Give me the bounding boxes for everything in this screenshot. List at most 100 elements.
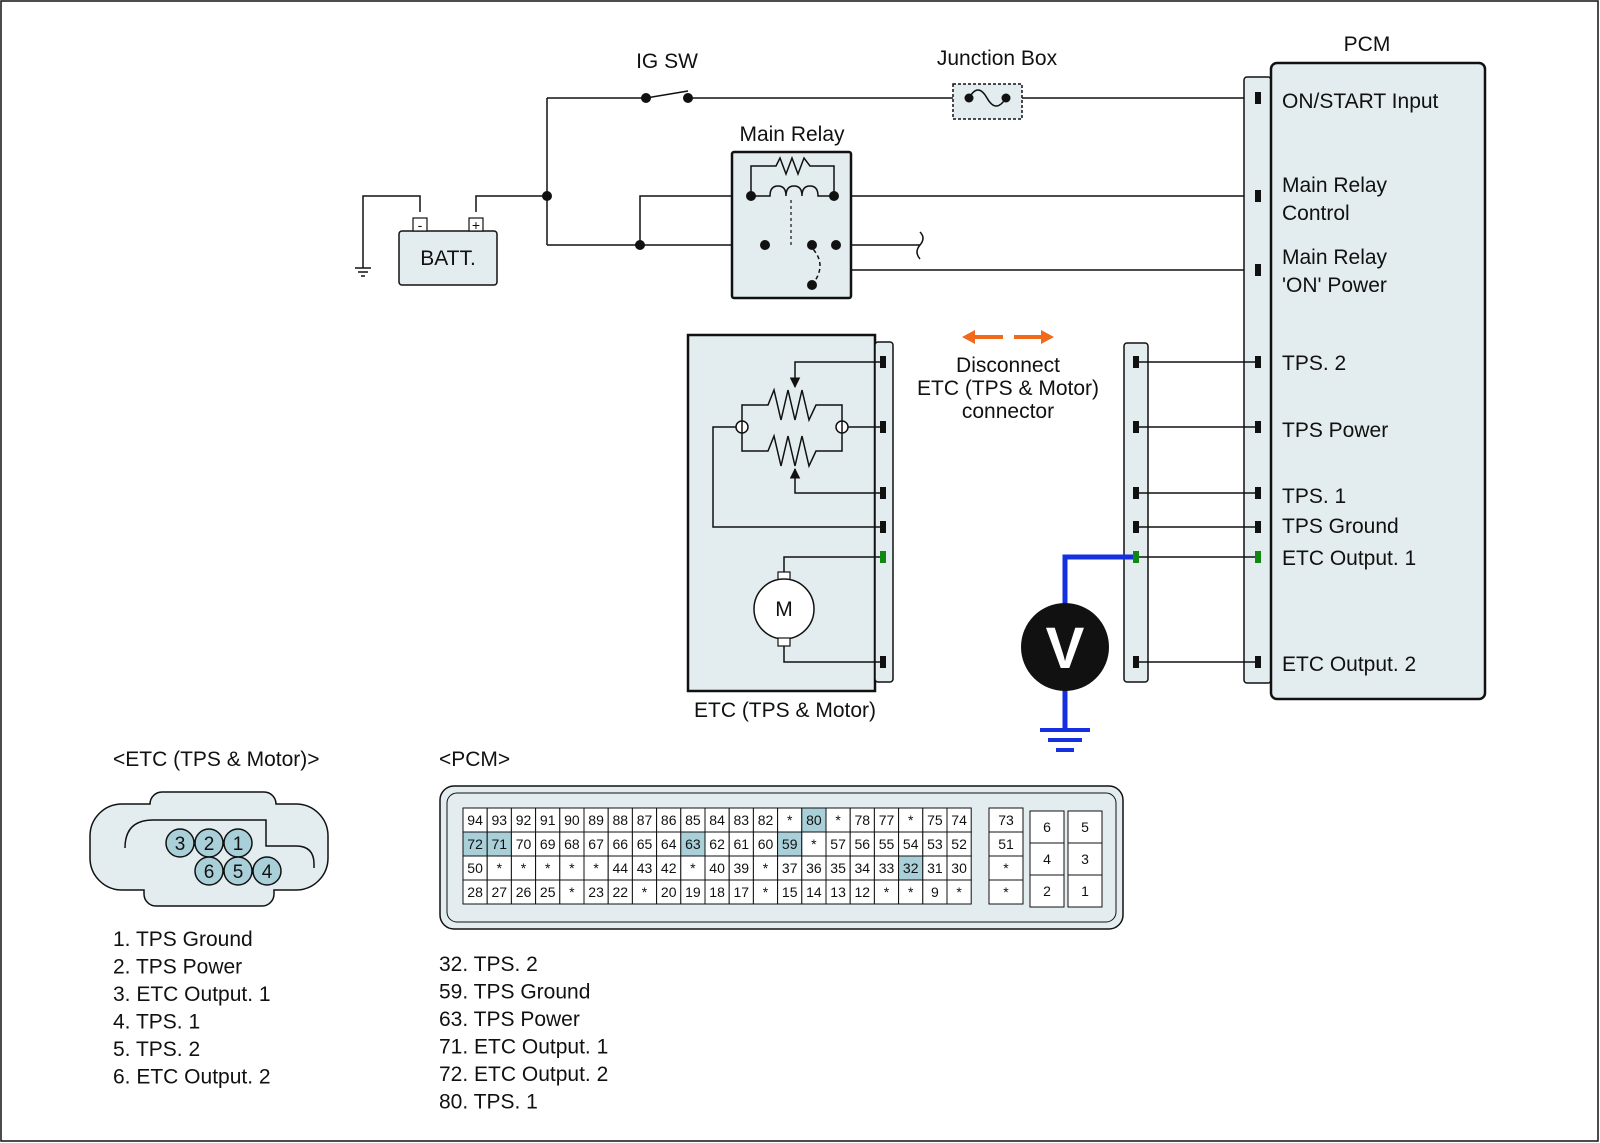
pcm-pin-cell: [559, 831, 585, 857]
pcm-pin-number: 30: [951, 860, 967, 876]
pcm-legend-item: 72. ETC Output. 2: [439, 1063, 608, 1086]
pcm-pin-number: *: [811, 836, 817, 852]
ig-switch-label: IG SW: [636, 50, 698, 73]
pcm-pin-number: 91: [540, 812, 556, 828]
pcm-pin-cell: [1029, 874, 1065, 908]
pcm-terminal-label: ETC Output. 2: [1282, 653, 1416, 676]
pcm-terminal-label: TPS. 1: [1282, 485, 1346, 508]
pcm-pin-cell: [486, 855, 512, 881]
pcm-pin-number: *: [521, 860, 527, 876]
pcm-pin-cell: [680, 807, 706, 833]
etc-legend-item: 3. ETC Output. 1: [113, 983, 271, 1006]
pcm-terminal-label: ETC Output. 1: [1282, 547, 1416, 570]
harness-pin: [1133, 421, 1139, 433]
harness-pin: [1133, 356, 1139, 368]
pcm-legend-item: 63. TPS Power: [439, 1008, 580, 1031]
pcm-pin-number: *: [497, 860, 503, 876]
pcm-pin-number: 42: [661, 860, 677, 876]
pcm-pin-number: 15: [782, 884, 798, 900]
pcm-pin-number: 65: [637, 836, 653, 852]
tps-resistor-1: [741, 387, 843, 427]
pcm-pin-number: *: [545, 860, 551, 876]
pcm-pin-cell: [559, 879, 585, 905]
pcm-connector-strip: [1243, 76, 1272, 684]
pcm-pin-number: 83: [734, 812, 750, 828]
etc-pin: [165, 828, 195, 858]
pcm-pin-cell: [510, 807, 537, 833]
pcm-pin: [1255, 190, 1261, 202]
pcm-pin-number: 72: [467, 836, 483, 852]
etc-legend-item: 4. TPS. 1: [113, 1011, 200, 1034]
pcm-pin-number: 34: [855, 860, 871, 876]
pcm-pin-number: 5: [1081, 819, 1089, 835]
pcm-pin-number: 36: [806, 860, 822, 876]
pcm-pin: [1255, 551, 1261, 563]
pcm-pin-cell: [988, 879, 1024, 905]
pcm-pin-number: 94: [467, 812, 483, 828]
pcm-pin-number: 89: [588, 812, 604, 828]
pcm-pin-number: 66: [613, 836, 629, 852]
pcm-pin-number: 78: [855, 812, 871, 828]
pcm-pin-number: 18: [709, 884, 725, 900]
pcm-pin-cell: [704, 855, 730, 881]
etc-pin-number: 2: [204, 834, 215, 855]
pcm-pin-number: 19: [685, 884, 701, 900]
pcm-pin-number: *: [908, 884, 914, 900]
pcm-pin-number: 33: [879, 860, 895, 876]
pcm-pin-number: 75: [927, 812, 943, 828]
pcm-pin-number: 60: [758, 836, 774, 852]
pcm-pin-cell: [777, 831, 803, 857]
pcm-pin-number: *: [569, 860, 575, 876]
pcm-pin-number: 43: [637, 860, 653, 876]
pcm-pin-number: 17: [734, 884, 750, 900]
pcm-pin-number: *: [593, 860, 599, 876]
pcm-pin-number: *: [908, 812, 914, 828]
etc-legend-item: 5. TPS. 2: [113, 1038, 200, 1061]
pcm-pin-number: *: [884, 884, 890, 900]
pcm-pin-cell: [631, 879, 658, 905]
pcm-pin-cell: [873, 879, 900, 905]
pcm-pin-number: 50: [467, 860, 483, 876]
pcm-pin-cell: [1067, 874, 1103, 908]
pcm-terminal-label: Main Relay: [1282, 174, 1388, 197]
voltmeter-label: V: [1046, 616, 1085, 681]
etc-pin-number: 1: [233, 834, 244, 855]
main-relay: [730, 150, 853, 300]
pcm-pin-number: 40: [709, 860, 725, 876]
pcm-pin-number: *: [1003, 860, 1009, 876]
etc-connector-title: <ETC (TPS & Motor)>: [113, 748, 320, 771]
pcm-terminal-label: TPS Ground: [1282, 515, 1399, 538]
pcm-legend-item: 71. ETC Output. 1: [439, 1036, 608, 1059]
pcm-pin-cell: [607, 831, 633, 857]
pcm-pin-number: *: [763, 860, 769, 876]
etc-pin: [223, 856, 253, 886]
pcm-legend-item: 59. TPS Ground: [439, 981, 590, 1004]
pcm-pin-number: 88: [613, 812, 629, 828]
pcm-module: [1243, 61, 1487, 701]
battery: - + BATT.: [398, 217, 498, 286]
pcm-pin-number: 67: [588, 836, 604, 852]
tps-resistor-2: [741, 427, 843, 469]
pcm-pin-cell: [535, 855, 561, 881]
pcm-pin: [1255, 656, 1261, 668]
pcm-pin-cell: [988, 831, 1024, 857]
pcm-pin-number: 13: [830, 884, 846, 900]
pcm-pin-cell: [752, 879, 779, 905]
motor-label: M: [775, 598, 793, 621]
pcm-pin-cell: [1029, 842, 1065, 876]
pcm-pin-number: *: [787, 812, 793, 828]
pcm-pin-number: 2: [1043, 883, 1051, 899]
pcm-pin-number: 32: [903, 860, 919, 876]
pcm-pin-cell: [462, 807, 488, 833]
harness-wires: [1133, 356, 1255, 668]
etc-pin-number: 5: [233, 862, 244, 883]
pcm-pin-number: 77: [879, 812, 895, 828]
pcm-pin-number: *: [690, 860, 696, 876]
pcm-pin-cell: [656, 807, 682, 833]
pcm-pin-number: 64: [661, 836, 677, 852]
pcm-pin-number: 39: [734, 860, 750, 876]
pcm-pin-cell: [946, 879, 972, 905]
pcm-pin: [1255, 92, 1261, 104]
